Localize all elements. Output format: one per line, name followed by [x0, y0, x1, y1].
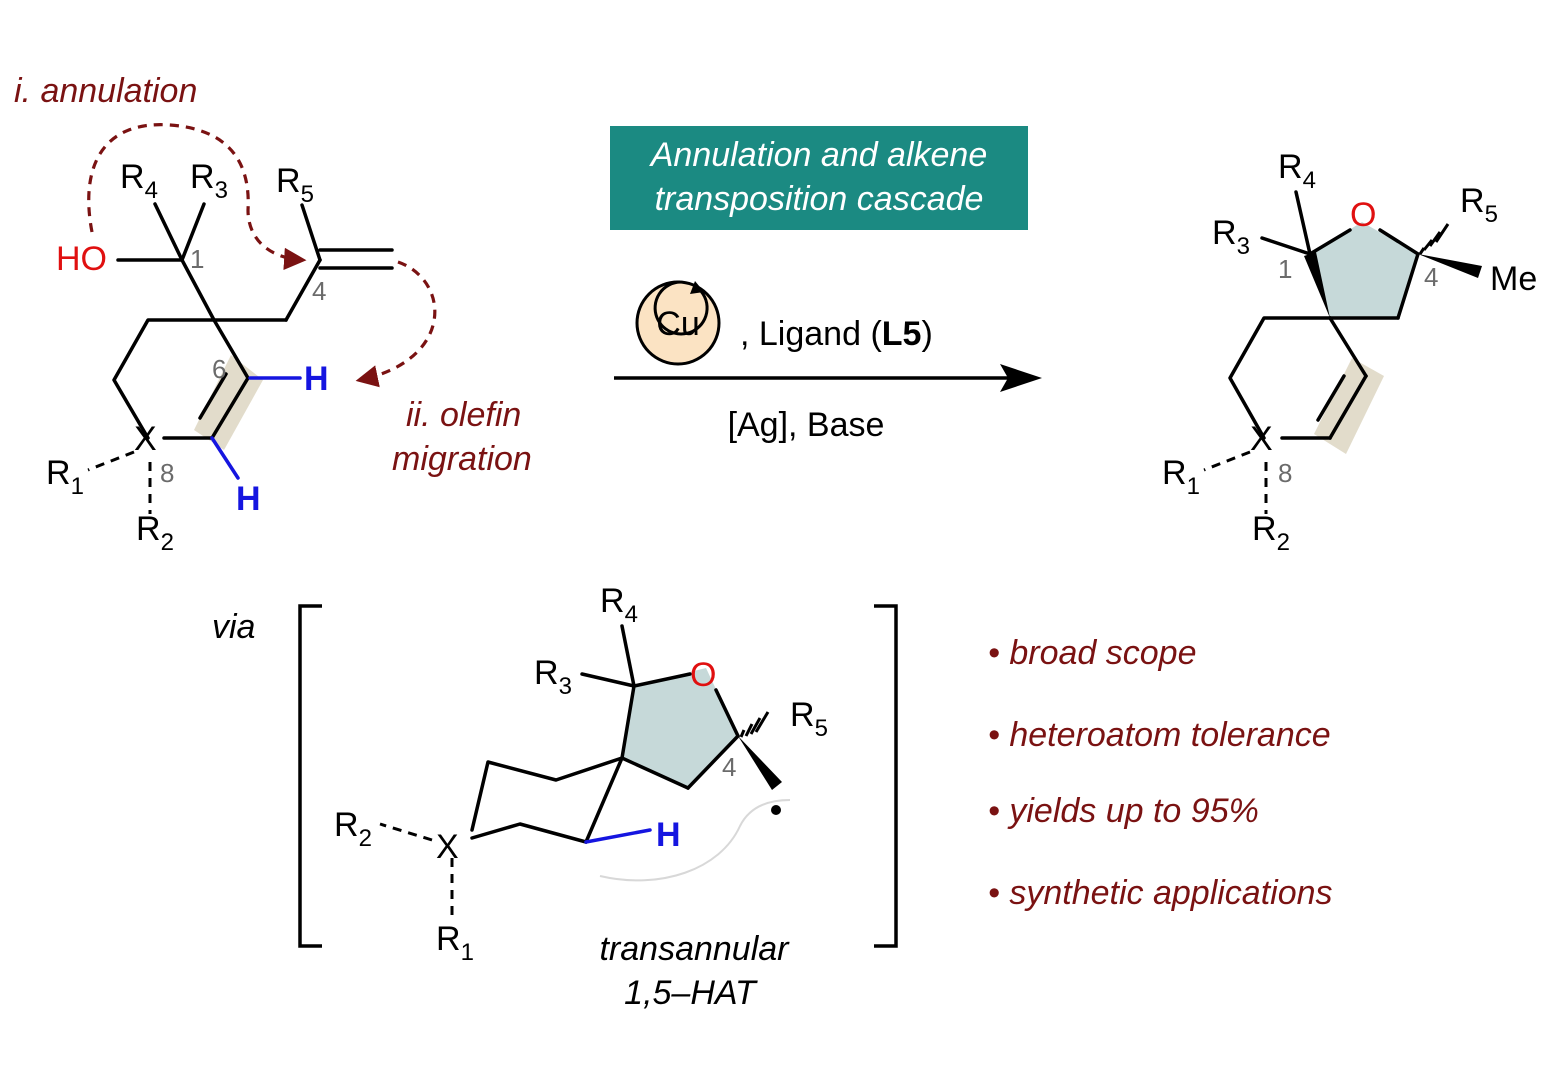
heteroatom-x-label: X — [436, 828, 459, 866]
r2-label: R2 — [136, 510, 174, 556]
c8-number: 8 — [1278, 458, 1292, 488]
hydrogen-label: H — [236, 480, 261, 518]
reaction-conditions: Annulation and alkene transposition casc… — [610, 126, 1042, 444]
feature-item: • yields up to 95% — [988, 792, 1259, 830]
r1-label: R1 — [46, 454, 84, 500]
r1-label: R1 — [1162, 454, 1200, 500]
hashed-bond — [739, 711, 770, 738]
r2-label: R2 — [334, 806, 372, 852]
r3-label: R3 — [1212, 214, 1250, 260]
oxygen-label: O — [1350, 196, 1376, 234]
c6-number: 6 — [212, 354, 226, 384]
r2-label: R2 — [1252, 510, 1290, 556]
product: R4 O R5 R3 1 4 Me X 8 R1 R2 — [1162, 148, 1537, 556]
hydroxyl-label: HO — [56, 240, 107, 278]
r5-label: R5 — [276, 162, 314, 208]
hydrogen-label: H — [304, 360, 329, 398]
feature-item: • broad scope — [988, 634, 1196, 672]
feature-item: • synthetic applications — [988, 874, 1333, 912]
olefin-migration-arrow — [355, 260, 437, 388]
via-label: via — [212, 608, 255, 646]
feature-item: • heteroatom tolerance — [988, 716, 1331, 754]
annulation-step-label: i. annulation — [14, 72, 197, 110]
alkene-highlight — [194, 355, 263, 450]
hat-curve — [599, 799, 791, 882]
starting-material: HO 1 R4 R3 R5 4 6 H X 8 R1 H R2 i. annul… — [14, 72, 532, 556]
oxygen-label: O — [690, 656, 716, 694]
c4-number: 4 — [1424, 262, 1438, 292]
intermediate-caption-line2: 1,5–HAT — [624, 974, 758, 1012]
heteroatom-x-label: X — [134, 420, 157, 458]
right-bracket — [874, 604, 898, 948]
feature-list: • broad scope • heteroatom tolerance • y… — [988, 634, 1333, 912]
condition-box — [610, 126, 1028, 230]
r4-label: R4 — [1278, 148, 1316, 194]
annulation-arrow — [87, 123, 307, 271]
olefin-step-label-line2: migration — [392, 440, 532, 478]
r3-label: R3 — [190, 158, 228, 204]
c8-number: 8 — [160, 458, 174, 488]
r3-label: R3 — [534, 654, 572, 700]
r4-label: R4 — [120, 158, 158, 204]
r4-label: R4 — [600, 582, 638, 628]
methyl-label: Me — [1490, 260, 1537, 298]
hashed-bond — [1418, 223, 1450, 255]
c4-number: 4 — [722, 752, 736, 782]
radical-dot — [771, 805, 781, 815]
catalytic-cycle-icon — [653, 280, 709, 336]
thf-ring-fill — [622, 668, 738, 788]
hydrogen-label: H — [656, 816, 681, 854]
heteroatom-x-label: X — [1250, 420, 1273, 458]
r5-label: R5 — [1460, 182, 1498, 228]
c1-number: 1 — [1278, 254, 1292, 284]
c1-number: 1 — [190, 244, 204, 274]
condition-box-line1: Annulation and alkene — [649, 136, 988, 174]
condition-box-line2: transposition cascade — [655, 180, 984, 218]
spiro-wedge — [1304, 252, 1330, 318]
left-bracket — [298, 604, 322, 948]
methyl-wedge — [1418, 254, 1482, 278]
r1-label: R1 — [436, 920, 474, 966]
catalytic-cycle-arrowhead — [690, 281, 704, 294]
radical-wedge — [738, 736, 782, 790]
r5-label: R5 — [790, 696, 828, 742]
intermediate-caption-line1: transannular — [599, 930, 790, 968]
c4-number: 4 — [312, 276, 326, 306]
ligand-label: , Ligand (L5) — [740, 315, 933, 353]
thf-ring-fill — [1310, 222, 1418, 318]
reaction-arrowhead — [1000, 364, 1042, 392]
copper-label: Cu — [656, 305, 699, 343]
olefin-step-label-line1: ii. olefin — [406, 396, 521, 434]
intermediate: via R4 O R3 R5 4 — [212, 582, 898, 1012]
additive-label: [Ag], Base — [728, 406, 885, 444]
